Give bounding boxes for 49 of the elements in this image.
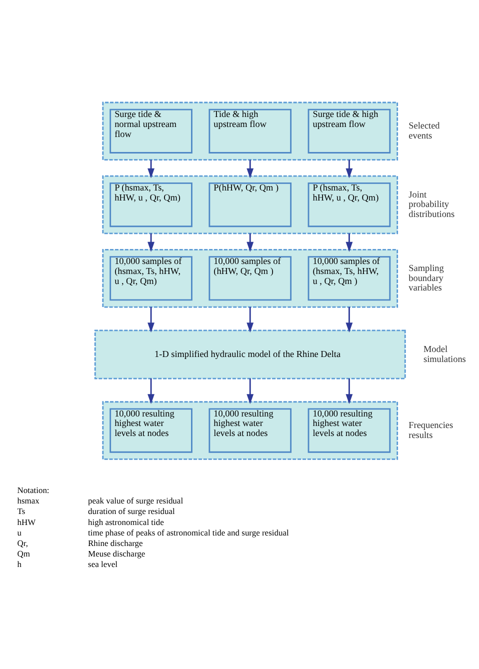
arrow — [246, 378, 254, 404]
label: time phase of peaks of astronomical tide and surge residual — [88, 526, 289, 537]
arrow — [246, 232, 254, 252]
label: high astronomical tide — [88, 516, 164, 526]
label: peak value of surge residual — [88, 495, 184, 506]
node-box: Tide & high upstream flow — [208, 108, 292, 153]
arrow — [246, 159, 254, 178]
arrow — [346, 378, 353, 404]
arrow — [246, 306, 254, 332]
arrow — [148, 378, 154, 404]
node-box: 10,000 samples of (hsmax, Ts, hHW, u , Qr, Qm) — [110, 256, 192, 300]
node-box: 10,000 resulting highest water levels at nodes — [110, 408, 192, 452]
node-label: Selected events — [408, 120, 440, 140]
arrow — [346, 159, 353, 178]
label: Rhine discharge — [88, 537, 143, 548]
node-box: 10,000 samples of (hsmax, Ts, hHW, u , Qr, Qm ) — [308, 256, 391, 300]
label: Ts — [17, 506, 26, 516]
node-box: Surge tide & normal upstream flow — [110, 108, 192, 153]
label: hHW — [17, 516, 36, 526]
arrow — [346, 306, 353, 332]
arrow — [346, 232, 353, 252]
node-box: 10,000 samples of (hHW, Qr, Qm ) — [208, 256, 292, 300]
label: duration of surge residual — [88, 506, 175, 516]
label: Meuse discharge — [88, 548, 146, 558]
node-box: 10,000 resulting highest water levels at nodes — [308, 408, 391, 452]
label: Qr, — [17, 537, 28, 548]
node-box: P (hsmax, Ts, hHW, u , Qr, Qm) — [110, 182, 192, 227]
arrow — [148, 232, 154, 252]
node-box: 10,000 resulting highest water levels at nodes — [208, 408, 292, 452]
label: hsmax — [17, 495, 40, 506]
label: Notation: — [17, 484, 50, 494]
cluster — [102, 248, 398, 308]
node-label: Model simulations — [424, 343, 466, 364]
node-box: P(hHW, Qr, Qm ) — [208, 182, 292, 227]
cluster — [102, 101, 398, 160]
node-box: Surge tide & high upstream flow — [308, 108, 391, 153]
label: u — [17, 526, 22, 537]
label: h — [17, 558, 22, 569]
label: sea level — [88, 558, 118, 569]
arrow — [148, 159, 154, 178]
node-label: Sampling boundary variables — [408, 262, 444, 292]
node-label: Frequencies results — [408, 420, 454, 440]
node-box: P (hsmax, Ts, hHW, u , Qr, Qm) — [308, 182, 391, 227]
node-label: Joint probability distributions — [408, 188, 455, 219]
cluster — [102, 400, 398, 460]
arrow — [148, 306, 154, 332]
node-box: 1-D simplified hydraulic model of the Rhine Delta — [94, 329, 406, 379]
cluster — [102, 174, 398, 234]
label: Qm — [17, 548, 30, 558]
